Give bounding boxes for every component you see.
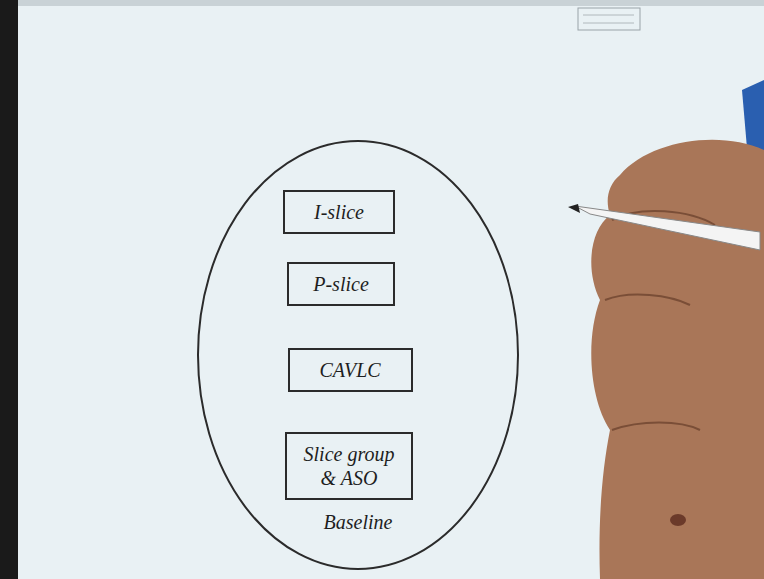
box-label: P-slice	[299, 272, 383, 296]
feature-box: P-slice	[287, 262, 395, 306]
board-top	[18, 0, 764, 6]
feature-box: CAVLC	[288, 348, 413, 392]
profile-oval: Baseline I-sliceP-sliceCAVLC Slice group &…	[195, 138, 521, 572]
box-label: CAVLC	[300, 358, 401, 382]
marker-pen	[568, 204, 760, 250]
box-label: I-slice	[295, 200, 383, 224]
feature-box: I-slice	[283, 190, 395, 234]
hand-illustration	[591, 140, 764, 579]
corner-stamp	[578, 8, 640, 30]
box-label: Slice group & ASO	[297, 442, 401, 490]
board-edge	[0, 0, 18, 579]
feature-box: Slice group & ASO	[285, 432, 413, 500]
profile-label: Baseline	[324, 510, 393, 534]
